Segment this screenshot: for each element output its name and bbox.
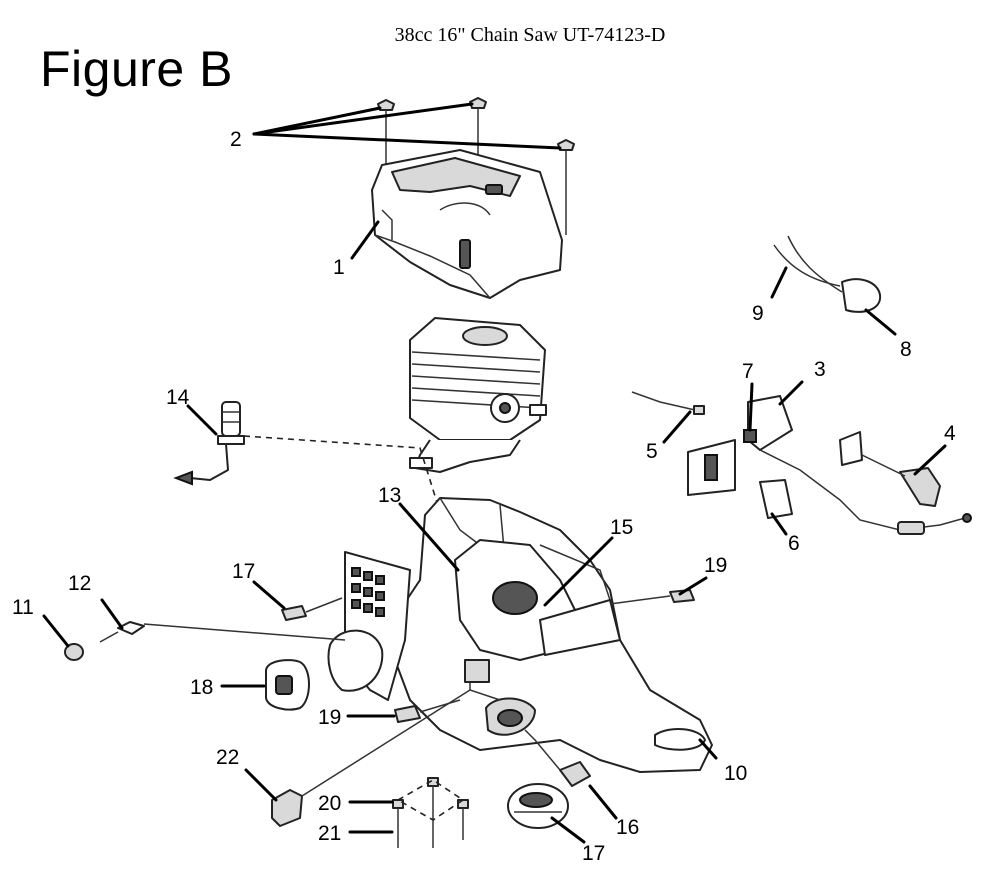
- fuel-cap-part-16: [524, 729, 591, 787]
- intake-plate: [327, 551, 411, 701]
- callout-7: 7: [742, 360, 754, 383]
- callout-19-right: 19: [704, 554, 727, 577]
- callout-1: 1: [333, 256, 345, 279]
- callout-13: 13: [378, 484, 401, 507]
- callout-17-lower: 17: [582, 842, 605, 865]
- screws-part-2: [377, 97, 575, 235]
- leader-lines: [42, 102, 947, 844]
- callout-4: 4: [944, 422, 956, 445]
- callout-16: 16: [616, 816, 639, 839]
- callout-8: 8: [900, 338, 912, 361]
- callout-19-lower: 19: [318, 706, 341, 729]
- callout-22: 22: [216, 746, 239, 769]
- throttle-assembly: [631, 391, 972, 535]
- callout-21: 21: [318, 822, 341, 845]
- stop-switch-part-8: [841, 278, 882, 313]
- callout-2: 2: [230, 128, 242, 151]
- spark-cap-part-11: [64, 643, 84, 661]
- callout-20: 20: [318, 792, 341, 815]
- callout-15: 15: [610, 516, 633, 539]
- callout-6: 6: [788, 532, 800, 555]
- bumper-part-22: [271, 689, 471, 827]
- callout-10: 10: [724, 762, 747, 785]
- engine-cylinder: [409, 317, 547, 473]
- grommet-part-18: [265, 659, 310, 711]
- clip-part-17-left: [281, 597, 343, 621]
- clip-part-19-lower: [394, 699, 461, 723]
- bolts-part-20-21: [392, 777, 469, 848]
- wire-part-9: [773, 235, 843, 293]
- callout-18: 18: [190, 676, 213, 699]
- cable-part-12: [99, 621, 346, 643]
- top-cover-part-1: [371, 149, 563, 299]
- callout-9: 9: [752, 302, 764, 325]
- callout-14: 14: [166, 386, 190, 409]
- crankcase-part-10: [394, 497, 713, 773]
- figure-title: Figure B: [40, 41, 233, 97]
- fuel-pickup-part-14: [173, 401, 456, 561]
- callout-5: 5: [646, 440, 658, 463]
- callout-numbers: 2 1 9 8 3 7 5 4 6 14 13 15 17 19 12 11 1…: [12, 128, 956, 865]
- callout-17-upper: 17: [232, 560, 255, 583]
- callout-11: 11: [12, 596, 34, 619]
- callout-3: 3: [814, 358, 826, 381]
- callout-12: 12: [68, 572, 91, 595]
- model-title: 38cc 16" Chain Saw UT-74123-D: [394, 24, 666, 46]
